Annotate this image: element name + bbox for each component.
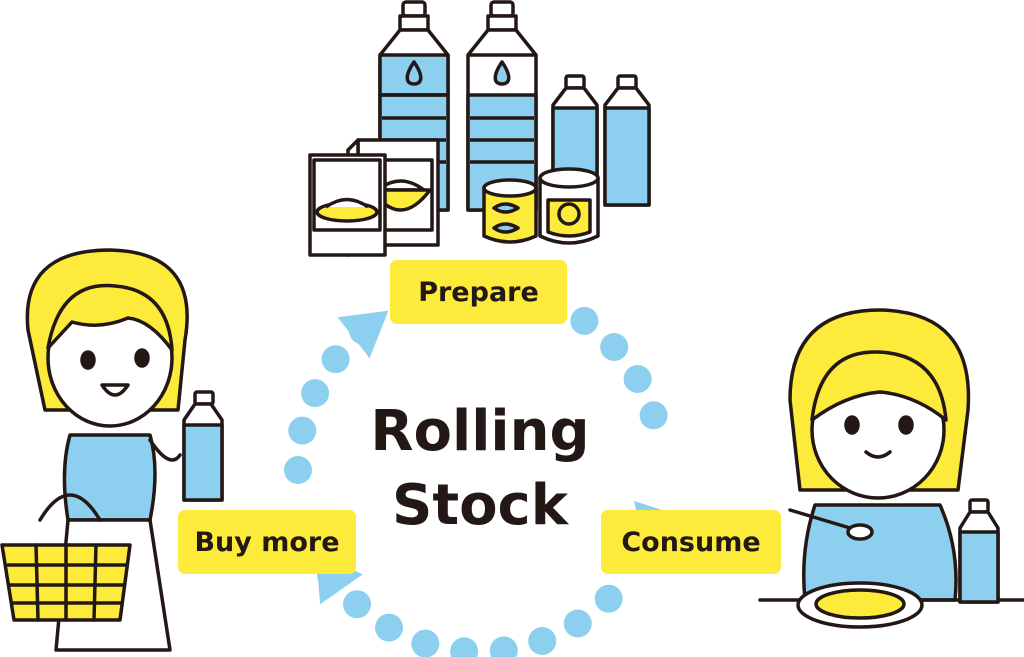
cycle-dot	[489, 636, 518, 657]
cycle-dot	[570, 306, 599, 335]
cycle-dot	[450, 637, 479, 657]
step-label-prepare: Prepare	[390, 260, 567, 324]
cycle-dot	[623, 365, 652, 393]
cycle-dot	[375, 613, 403, 642]
step-label-buy-more: Buy more	[178, 510, 356, 574]
title-line-2: Stock	[391, 473, 568, 538]
woman-eating-illustration	[758, 308, 1024, 629]
stockpile-illustration	[308, 0, 651, 257]
shopping-basket-icon	[0, 493, 132, 622]
cycle-arrow-icon	[337, 310, 389, 359]
can-icon	[538, 167, 600, 245]
step-text: Consume	[621, 526, 761, 558]
water-bottle-icon	[603, 74, 651, 207]
water-bottle-icon	[182, 390, 224, 502]
curry-plate-icon	[796, 581, 924, 629]
cycle-dot	[563, 609, 592, 638]
food-box-icon	[308, 153, 387, 257]
shirt	[62, 433, 157, 522]
cycle-dot	[321, 345, 350, 374]
cycle-dot	[343, 590, 371, 619]
spoon-icon	[788, 508, 874, 541]
cycle-dot	[639, 401, 668, 430]
water-bottle-icon	[466, 0, 538, 212]
cycle-dot	[288, 416, 317, 445]
title-line-1: Rolling	[370, 399, 590, 464]
can-icon	[482, 178, 538, 244]
cycle-dot	[528, 627, 557, 655]
cycle-dot	[411, 629, 440, 657]
cycle-dot	[284, 456, 312, 484]
cycle-dot	[600, 333, 629, 361]
diagram-title: Rolling Stock	[330, 395, 630, 543]
step-text: Buy more	[194, 526, 340, 558]
cycle-dot	[594, 584, 623, 613]
water-bottle-icon	[958, 498, 1000, 604]
cycle-dot	[301, 379, 330, 408]
woman-buying-illustration	[0, 248, 224, 652]
step-text: Prepare	[418, 276, 539, 308]
step-label-consume: Consume	[601, 510, 781, 574]
